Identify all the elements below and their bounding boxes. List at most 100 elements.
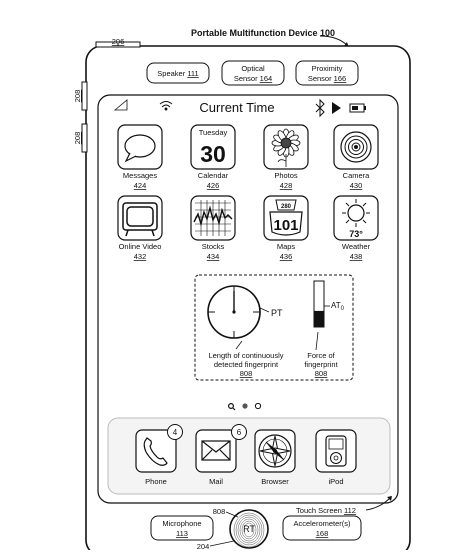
svg-text:Messages: Messages: [123, 171, 157, 180]
app-maps[interactable]: 280 101 Maps 436: [263, 195, 309, 261]
phone-handset-icon: [143, 437, 168, 466]
touch-screen-arrowhead: [387, 496, 392, 501]
svg-text:Online Video: Online Video: [119, 242, 162, 251]
svg-text:iPod: iPod: [328, 477, 343, 486]
home-button-label: RT: [243, 524, 255, 534]
volume-button-2: [81, 123, 88, 153]
volume-button-1: [81, 81, 88, 111]
svg-text:280: 280: [281, 204, 292, 210]
svg-text:436: 436: [280, 252, 293, 261]
speaker-box: Speaker 111: [146, 62, 210, 84]
flower-icon: [271, 128, 301, 167]
dock-mail[interactable]: 6 Mail: [195, 424, 247, 487]
ipod-icon: [325, 435, 347, 467]
proximity-sensor-box: Proximity Sensor 166: [295, 60, 359, 86]
force-caption-num: 808: [315, 369, 328, 378]
ref-208-a: 208: [73, 90, 82, 103]
svg-text:Microphone: Microphone: [162, 519, 201, 528]
microphone-box: Microphone 113: [150, 515, 214, 541]
app-calendar[interactable]: Tuesday 30 Calendar 426: [190, 124, 236, 190]
force-caption-2: fingerprint: [304, 360, 338, 369]
dock-browser[interactable]: Browser: [254, 429, 296, 486]
svg-text:438: 438: [350, 252, 363, 261]
svg-text:Weather: Weather: [342, 242, 371, 251]
home-button[interactable]: RT: [229, 509, 269, 549]
touch-screen-pointer: [365, 497, 391, 511]
app-camera[interactable]: Camera 430: [333, 124, 379, 190]
dock-phone[interactable]: 4 Phone: [135, 424, 183, 487]
mail-badge: [231, 424, 247, 440]
svg-text:Mail: Mail: [209, 477, 223, 486]
svg-text:434: 434: [207, 252, 220, 261]
signal-icon: [113, 99, 128, 111]
page-indicator[interactable]: [228, 402, 262, 411]
svg-text:Camera: Camera: [343, 171, 371, 180]
ref-808: 808: [213, 507, 226, 516]
page-dot-active[interactable]: [242, 403, 248, 409]
camera-lens-icon: [340, 131, 372, 163]
svg-text:426: 426: [207, 181, 220, 190]
app-photos[interactable]: Photos 428: [263, 124, 309, 190]
accelerometer-box: Accelerometer(s) 168: [282, 515, 362, 541]
force-caption-1: Force of: [307, 351, 335, 360]
force-caption-arrow: [315, 331, 319, 351]
stock-chart-icon: [193, 200, 233, 236]
optical-sensor-box: Optical Sensor 164: [221, 60, 285, 86]
svg-text:Sensor 166: Sensor 166: [308, 74, 346, 83]
sun-icon: [342, 199, 370, 227]
search-page-icon[interactable]: [228, 403, 235, 410]
touch-screen-label: Touch Screen 112: [296, 506, 356, 515]
svg-text:Photos: Photos: [274, 171, 298, 180]
ref-808-leader: [225, 511, 239, 518]
dial-label-pt: PT: [271, 308, 283, 318]
figure-title: Portable Multifunction Device 100: [191, 28, 335, 38]
calendar-day: Tuesday: [199, 128, 228, 137]
fingerprint-icon: [233, 512, 265, 548]
length-caption-2: detected fingerprint: [214, 360, 279, 369]
svg-text:424: 424: [134, 181, 147, 190]
length-caption-arrow: [235, 340, 243, 350]
ref-208-b: 208: [73, 132, 82, 145]
status-time: Current Time: [199, 100, 274, 115]
app-online-video[interactable]: Online Video 432: [117, 195, 163, 261]
highway-sign-icon: 280 101: [269, 199, 303, 236]
phone-badge: [167, 424, 183, 440]
svg-text:428: 428: [280, 181, 293, 190]
length-dial: [207, 285, 261, 339]
wifi-icon: [159, 101, 173, 111]
speech-bubble-icon: [124, 134, 156, 163]
compass-icon: [258, 434, 292, 468]
svg-text:Accelerometer(s): Accelerometer(s): [293, 519, 351, 528]
weather-temp: 73°: [349, 229, 363, 239]
battery-icon: [349, 103, 366, 113]
app-stocks[interactable]: Stocks 434: [190, 195, 236, 261]
svg-text:Phone: Phone: [145, 477, 167, 486]
svg-text:430: 430: [350, 181, 363, 190]
tv-icon: [122, 202, 158, 237]
svg-text:6: 6: [237, 428, 242, 437]
svg-text:Sensor 164: Sensor 164: [234, 74, 272, 83]
ref-206: 206: [112, 37, 125, 46]
svg-text:Optical: Optical: [241, 64, 265, 73]
dock-ipod[interactable]: iPod: [315, 429, 357, 486]
svg-text:Proximity: Proximity: [312, 64, 343, 73]
app-messages[interactable]: Messages 424: [117, 124, 163, 190]
length-caption-num: 808: [240, 369, 253, 378]
play-icon: [332, 102, 341, 114]
svg-text:Browser: Browser: [261, 477, 289, 486]
envelope-icon: [201, 440, 231, 461]
length-caption-1: Length of continuously: [208, 351, 283, 360]
svg-text:Stocks: Stocks: [202, 242, 225, 251]
force-bar: [313, 280, 330, 328]
svg-text:101: 101: [273, 217, 298, 234]
svg-text:Speaker 111: Speaker 111: [157, 69, 198, 78]
ref-204: 204: [197, 542, 210, 550]
app-weather[interactable]: 73° Weather 438: [333, 195, 379, 261]
svg-text:432: 432: [134, 252, 147, 261]
svg-text:Calendar: Calendar: [198, 171, 229, 180]
page-dot[interactable]: [254, 402, 262, 410]
ref-204-leader: [209, 540, 235, 547]
force-label-at: AT0: [331, 301, 345, 312]
dial-label-leader: [259, 307, 270, 313]
